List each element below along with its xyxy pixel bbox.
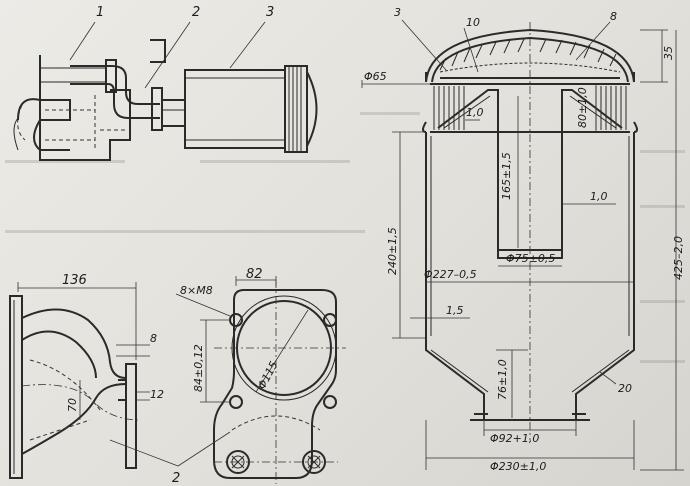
- callout-10: 10: [466, 16, 480, 29]
- dim-76: 76±1,0: [496, 359, 509, 400]
- callout-3-section: 3: [394, 6, 401, 19]
- callout-3: 3: [266, 5, 274, 20]
- dim-phi227: Φ227–0,5: [424, 268, 477, 281]
- dim-phi115: Φ115: [255, 359, 280, 391]
- dim-12: 12: [150, 388, 164, 401]
- dim-425: 425–2,0: [672, 236, 685, 280]
- callout-1: 1: [96, 5, 104, 20]
- dim-80: 80±1,0: [576, 87, 589, 128]
- dim-8xM8: 8×M8: [180, 284, 213, 297]
- assembly-sketch: 1 2 3: [13, 5, 318, 161]
- elbow-pipe-view: 136 8 12 70: [9, 273, 164, 479]
- dim-wall-1-0: 1,0: [466, 106, 484, 119]
- callout-20: 20: [618, 382, 632, 395]
- dim-phi65: Φ65: [364, 70, 387, 83]
- dim-1-5: 1,5: [446, 304, 464, 317]
- dim-35: 35: [662, 46, 675, 60]
- filter-cross-section: 35 Φ65 1,0 80±1,0 165±1,5 1,0 240±1,5 42…: [361, 6, 685, 473]
- flange-front-view: 82 8×M8 84±0,12 Φ115 2: [109, 267, 346, 486]
- callout-2: 2: [192, 5, 200, 20]
- callout-part-2: 2: [172, 471, 180, 486]
- dim-70: 70: [66, 398, 79, 412]
- background-text-lines: [5, 112, 685, 363]
- callout-8: 8: [610, 10, 617, 23]
- dim-136: 136: [62, 273, 87, 288]
- dim-phi230: Φ230±1,0: [490, 460, 546, 473]
- dim-165: 165±1,5: [500, 152, 513, 200]
- dim-phi92: Φ92+1,0: [490, 432, 539, 445]
- dim-240: 240±1,5: [386, 227, 399, 275]
- dim-phi75: Φ75±0,5: [506, 252, 555, 265]
- dim-8: 8: [150, 332, 157, 345]
- dim-1-0-right: 1,0: [590, 190, 608, 203]
- dim-84: 84±0,12: [192, 344, 205, 392]
- dim-82: 82: [246, 267, 263, 282]
